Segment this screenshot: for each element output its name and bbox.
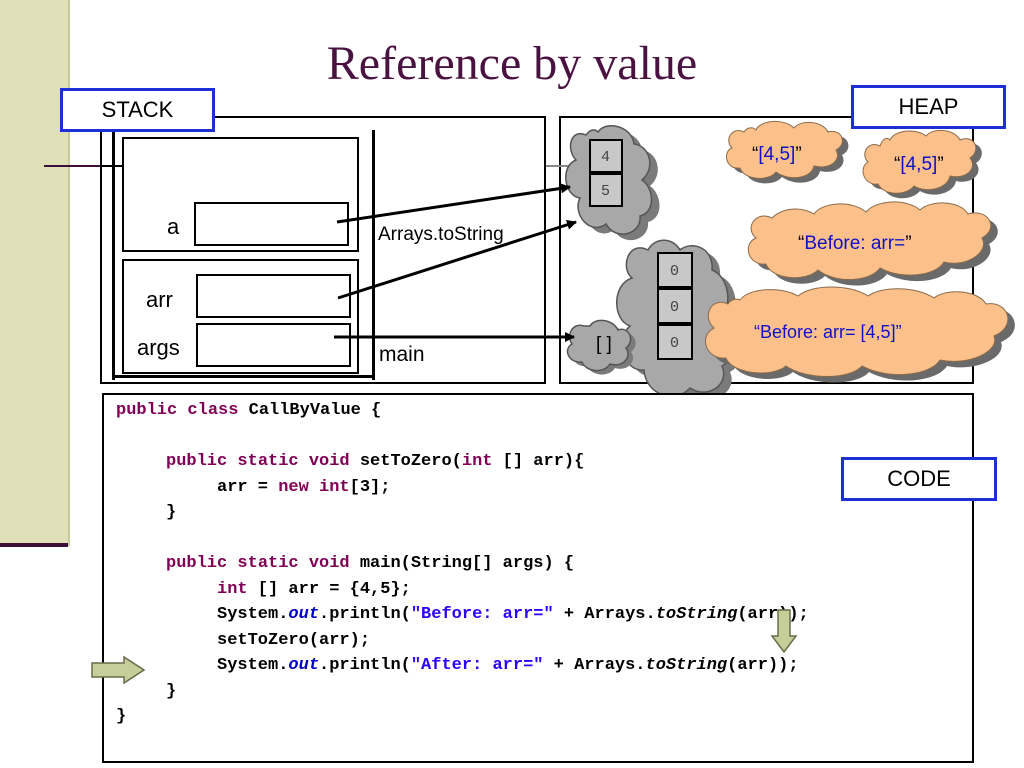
frame-label-tostring: Arrays.toString (378, 224, 504, 245)
code-text: + Arrays. (543, 656, 646, 675)
slot-args (196, 323, 351, 367)
code-method: toString (655, 605, 738, 624)
string-a-value: [4,5] (758, 144, 795, 165)
code-string: "After: arr=" (410, 656, 544, 675)
code-keyword: public static void (166, 452, 360, 471)
stack-inner-border-left (112, 130, 115, 380)
code-text: (arr)); (727, 656, 799, 675)
string-b-open-quote: “ (894, 154, 900, 175)
zero-cell-3: 0 (670, 335, 679, 352)
string-cloud-before: “Before: arr=” (747, 201, 998, 286)
code-line-3: arr = new int[3]; (217, 478, 390, 497)
code-text: } (166, 503, 177, 522)
code-text: } (166, 682, 177, 701)
empty-array-text: [ ] (596, 334, 612, 355)
code-line-7: System.out.println("Before: arr=" + Arra… (217, 605, 809, 624)
svg-text:“[4,5]”: “[4,5]” (894, 154, 944, 175)
stack-connector (100, 165, 122, 167)
string-before-open-quote: “ (798, 233, 804, 254)
code-line-5: public static void main(String[] args) { (166, 554, 574, 573)
code-method: toString (645, 656, 728, 675)
code-text: } (116, 707, 127, 726)
heap-connector (546, 165, 576, 167)
string-a-open-quote: “ (752, 144, 758, 165)
var-label-args: args (137, 335, 180, 360)
svg-text:“Before: arr=”: “Before: arr=” (798, 233, 912, 254)
title-decoration-rule (44, 165, 102, 167)
code-line-2: public static void setToZero(int [] arr)… (166, 452, 584, 471)
code-line-10: } (166, 682, 176, 701)
stack-inner-border-bottom (112, 375, 375, 378)
string-b-close-quote: ” (937, 154, 943, 175)
zero-cell-2: 0 (670, 299, 679, 316)
code-keyword: int (217, 580, 248, 599)
code-text: setToZero(arr); (217, 631, 371, 650)
code-text: arr = (217, 478, 279, 497)
code-text: [] arr = {4,5}; (247, 580, 411, 599)
var-label-arr: arr (146, 287, 173, 312)
empty-array-cloud: [ ] (566, 319, 636, 375)
code-keyword: new int (278, 478, 350, 497)
code-label-text: CODE (887, 466, 951, 491)
string-before-close-quote: ” (905, 233, 911, 254)
array-cell-4: 4 (601, 149, 610, 166)
string-before-full-text: “Before: arr= [4,5]” (754, 322, 902, 342)
code-label: CODE (841, 457, 997, 501)
stack-label: STACK (60, 88, 215, 132)
stack-inner-border-right (372, 130, 375, 380)
code-string: "Before: arr=" (410, 605, 554, 624)
code-line-1: public class CallByValue { (116, 401, 381, 420)
code-line-6: int [] arr = {4,5}; (217, 580, 411, 599)
code-keyword: public class (116, 401, 249, 420)
zero-cell-1: 0 (670, 263, 679, 280)
heap-label-text: HEAP (898, 94, 959, 119)
string-cloud-a: “[4,5]” (725, 121, 849, 184)
code-line-9: System.out.println("After: arr=" + Array… (217, 656, 799, 675)
array-cell-5: 5 (601, 183, 610, 200)
string-cloud-b: “[4,5]” (862, 130, 982, 199)
string-b-value: [4,5] (900, 154, 937, 175)
code-text: System. (217, 605, 289, 624)
down-arrow-icon (770, 609, 798, 654)
slot-arr (196, 274, 351, 318)
code-field: out (288, 656, 320, 675)
code-text: [3]; (349, 478, 391, 497)
stack-label-text: STACK (101, 97, 174, 122)
reference-arrow-arr (337, 219, 577, 300)
code-field: out (288, 605, 320, 624)
code-keyword: public static void (166, 554, 360, 573)
code-text: [] arr){ (492, 452, 585, 471)
code-text: .println( (319, 605, 411, 624)
side-decoration-rule (0, 543, 68, 547)
code-text: main(String[] args) { (359, 554, 575, 573)
code-text: System. (217, 656, 289, 675)
code-panel: public class CallByValue { public static… (102, 393, 974, 763)
code-line-11: } (116, 707, 126, 726)
code-text: + Arrays. (553, 605, 656, 624)
code-text: (arr)); (737, 605, 809, 624)
string-a-close-quote: ” (795, 144, 801, 165)
right-arrow-icon (91, 655, 146, 685)
code-text: CallByValue { (248, 401, 382, 420)
side-decoration-bar (0, 0, 70, 546)
code-keyword: int (461, 452, 493, 471)
slot-a (194, 202, 349, 246)
frame-label-main: main (379, 343, 425, 366)
array-4-5-cloud: 4 5 (565, 125, 660, 241)
code-text: .println( (319, 656, 411, 675)
code-line-4: } (166, 503, 176, 522)
code-line-8: setToZero(arr); (217, 631, 370, 650)
code-text: setToZero( (359, 452, 462, 471)
string-cloud-before-full: “Before: arr= [4,5]” (704, 286, 1015, 383)
var-label-a: a (167, 214, 180, 239)
slide-title: Reference by value (326, 37, 698, 90)
heap-label: HEAP (851, 85, 1006, 129)
svg-text:“[4,5]”: “[4,5]” (752, 144, 802, 165)
reference-arrow-a (336, 183, 571, 224)
zero-array-cloud: 0 0 0 (616, 239, 742, 403)
string-before-value: Before: arr= (804, 233, 905, 254)
